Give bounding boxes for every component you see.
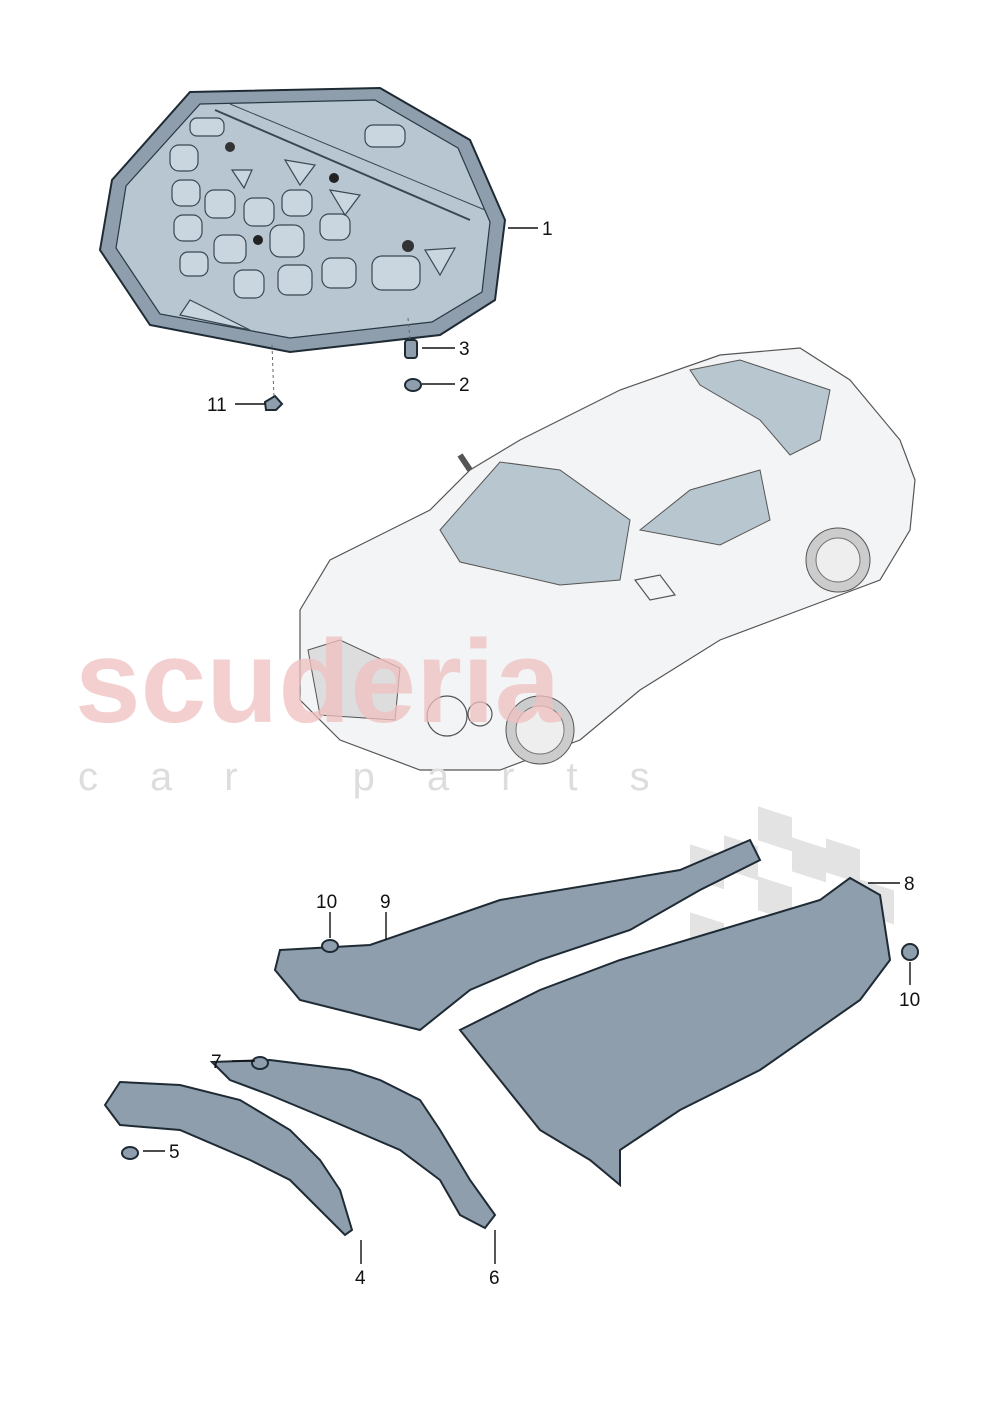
callout-2: 2: [459, 375, 470, 396]
watermark-brand: scuderia: [75, 616, 562, 748]
callout-8: 8: [904, 874, 915, 895]
callout-11: 11: [207, 395, 227, 416]
clip-2: [404, 378, 422, 392]
car-illustration: [299, 347, 916, 771]
insulation-part-8: [458, 876, 892, 1188]
leader-lines: [143, 227, 911, 1264]
insulation-part-6: [209, 1058, 497, 1230]
callout-5: 5: [169, 1142, 180, 1163]
callout-7: 7: [211, 1052, 222, 1073]
insulation-part-4: [103, 1080, 354, 1237]
callout-10-right: 10: [899, 990, 920, 1011]
clip-10-right: [901, 943, 919, 961]
clip-5: [121, 1146, 139, 1160]
clip-7: [251, 1056, 269, 1070]
callout-4: 4: [355, 1268, 366, 1289]
insulation-part-9: [273, 838, 762, 1032]
hood-insulation-panel: [98, 86, 507, 354]
clip-11: [263, 394, 284, 411]
watermark-tagline: car parts: [78, 755, 702, 799]
clip-3: [404, 339, 418, 359]
clip-10-left: [321, 939, 339, 953]
callout-9: 9: [380, 892, 391, 913]
callout-10-left: 10: [316, 892, 337, 913]
callout-3: 3: [459, 339, 470, 360]
callout-1: 1: [542, 219, 553, 240]
callout-6: 6: [489, 1268, 500, 1289]
